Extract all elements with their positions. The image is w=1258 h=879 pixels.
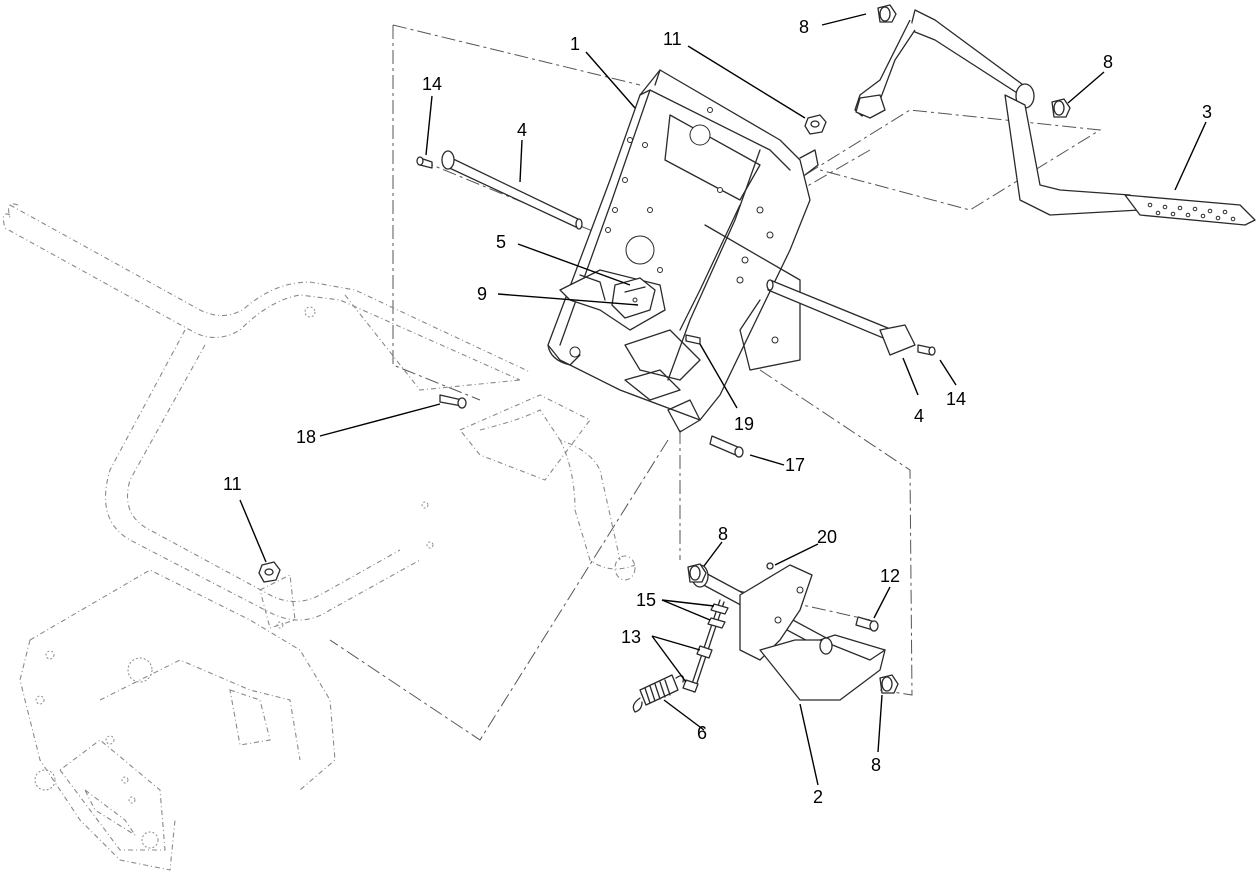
callout-2: 2 xyxy=(813,787,823,807)
callout-11: 11 xyxy=(663,29,682,49)
bushing-upper-right xyxy=(1051,98,1071,118)
ghost-frame xyxy=(2,203,636,871)
callout-6: 6 xyxy=(697,723,707,743)
bushing-lower-right xyxy=(879,674,899,694)
bolt-17 xyxy=(709,435,744,458)
callout-12: 12 xyxy=(880,566,900,586)
pivot-pin-lower xyxy=(766,279,916,356)
callout-14: 14 xyxy=(422,74,442,94)
bolt-12 xyxy=(855,616,879,632)
callout-19: 19 xyxy=(734,414,754,434)
nut-upper xyxy=(804,114,827,135)
callout-20: 20 xyxy=(817,527,837,547)
leader-lines xyxy=(239,13,1207,786)
pivot-pin-upper xyxy=(441,150,583,230)
callout-11: 11 xyxy=(223,474,242,494)
main-bracket xyxy=(547,69,819,433)
callout-5: 5 xyxy=(496,232,506,252)
bolt-upper-left xyxy=(416,156,433,169)
bushing-upper-left xyxy=(877,4,897,23)
callout-3: 3 xyxy=(1202,102,1212,122)
pedal-tread-dots xyxy=(1147,202,1236,222)
callout-17: 17 xyxy=(785,455,805,475)
callout-8: 8 xyxy=(799,17,809,37)
switch-assembly xyxy=(559,269,666,331)
bolt-18 xyxy=(439,394,467,409)
traction-pedal xyxy=(691,564,886,701)
screw-20 xyxy=(766,562,774,570)
callout-13: 13 xyxy=(621,627,641,647)
callout-14: 14 xyxy=(946,389,966,409)
nut-lower xyxy=(258,561,281,583)
bushing-lower-left xyxy=(687,563,707,583)
callout-labels: 1 11 8 8 3 14 4 5 9 4 14 19 18 17 11 8 2… xyxy=(223,17,1212,807)
brake-pedal xyxy=(854,9,1256,226)
return-spring xyxy=(632,674,684,713)
callout-15: 15 xyxy=(636,590,656,610)
callout-4: 4 xyxy=(914,406,924,426)
callout-4: 4 xyxy=(517,120,527,140)
linkage-rod xyxy=(682,599,729,693)
callout-9: 9 xyxy=(477,284,487,304)
callout-18: 18 xyxy=(296,427,316,447)
callout-8: 8 xyxy=(871,755,881,775)
callout-8: 8 xyxy=(718,524,728,544)
bolt-lower-right xyxy=(917,344,936,356)
callout-8: 8 xyxy=(1103,52,1113,72)
callout-1: 1 xyxy=(570,34,580,54)
